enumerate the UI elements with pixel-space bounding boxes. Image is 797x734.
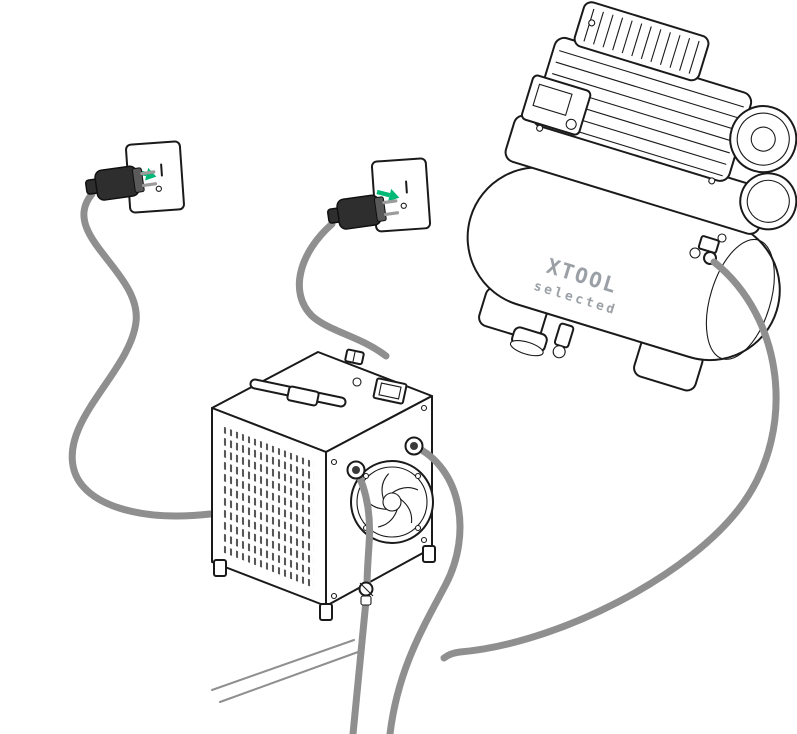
drain-tube — [211, 639, 355, 691]
drain-valve-knob — [552, 345, 566, 359]
plug-prong — [383, 211, 400, 217]
chiller-display-panel — [372, 377, 408, 405]
chiller — [211, 348, 436, 621]
chiller-power-switch — [344, 348, 365, 366]
screw-icon — [330, 458, 338, 466]
air-hose — [440, 258, 780, 662]
outlet-slot — [405, 180, 408, 194]
plug-prong — [382, 199, 398, 205]
compressor-head-fins — [583, 8, 700, 74]
chiller-hose-port — [404, 436, 424, 456]
screw-icon — [708, 177, 716, 185]
air-compressor: XTOOL selected — [466, 1, 797, 392]
compressor-tank-endcap — [705, 238, 775, 360]
chiller-foot — [213, 559, 227, 577]
plug-prong — [141, 182, 158, 188]
screw-icon — [588, 19, 596, 27]
outlet-ground-hole — [400, 202, 407, 209]
outlet-ground-hole — [155, 185, 162, 192]
vent-grille — [222, 426, 314, 588]
chiller-drain-valve — [358, 581, 374, 606]
chiller-foot — [422, 545, 436, 563]
control-screen — [532, 83, 573, 116]
power-plug-right — [326, 194, 400, 230]
chiller-hose-port — [346, 460, 366, 480]
control-knob — [565, 118, 577, 130]
compressor-control-panel — [520, 74, 592, 136]
compressor-head — [573, 1, 710, 82]
outlet-slot — [160, 163, 163, 177]
screw-icon — [414, 524, 422, 532]
screw-icon — [330, 592, 338, 600]
screw-icon — [362, 472, 370, 480]
screw-icon — [414, 472, 422, 480]
power-cord-right — [295, 220, 390, 360]
compressor-foot-center-cap — [509, 339, 544, 357]
water-hose-out — [386, 442, 464, 734]
screw-icon — [420, 404, 428, 412]
screw-icon — [420, 536, 428, 544]
power-cord-left — [68, 190, 214, 520]
screw-icon — [536, 124, 544, 132]
power-plug-left — [84, 165, 158, 201]
water-hose-in — [352, 466, 374, 592]
plug-direction-arrow-right-icon — [376, 188, 400, 202]
compressor-outlet-valve — [689, 233, 727, 265]
compressor-air-filters — [729, 105, 797, 231]
drain-valve — [553, 322, 575, 349]
chiller-foot — [319, 603, 333, 621]
chiller-handle — [249, 378, 347, 408]
chiller-button — [352, 377, 362, 387]
drain-tube — [219, 651, 359, 703]
plug-prong — [140, 170, 156, 176]
water-hose-lower — [349, 596, 370, 734]
